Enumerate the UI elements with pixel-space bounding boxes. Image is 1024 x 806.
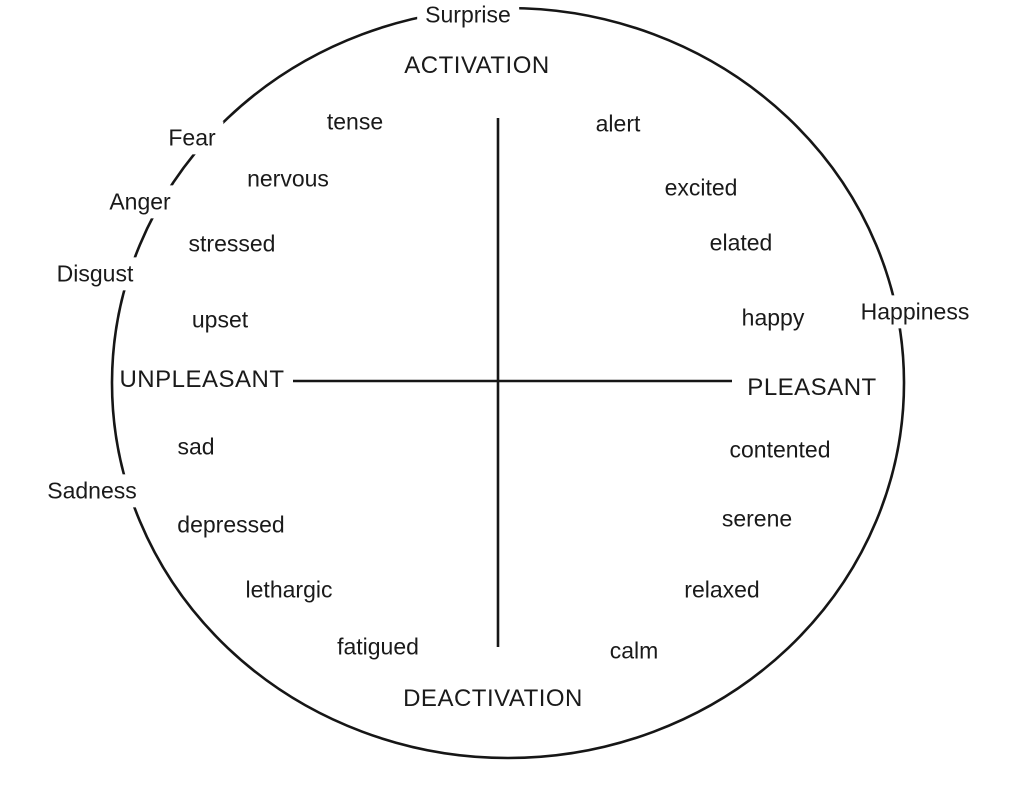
- state-label-tense: tense: [326, 108, 384, 135]
- axis-label-unpleasant: UNPLEASANT: [119, 365, 285, 393]
- state-label-lethargic: lethargic: [245, 576, 333, 603]
- state-label-happy: happy: [741, 304, 805, 331]
- emotion-label-sadness: Sadness: [39, 474, 145, 508]
- state-label-upset: upset: [191, 306, 249, 333]
- axis-label-pleasant: PLEASANT: [747, 373, 877, 401]
- state-label-calm: calm: [609, 637, 659, 664]
- state-label-nervous: nervous: [247, 165, 329, 192]
- state-label-stressed: stressed: [188, 230, 276, 257]
- emotion-label-fear: Fear: [160, 121, 224, 155]
- state-label-elated: elated: [709, 229, 773, 256]
- state-label-relaxed: relaxed: [684, 576, 760, 603]
- state-label-depressed: depressed: [177, 511, 285, 538]
- emotion-label-happiness: Happiness: [852, 295, 978, 329]
- emotion-label-surprise: Surprise: [417, 0, 519, 32]
- state-label-excited: excited: [664, 174, 738, 201]
- emotion-label-disgust: Disgust: [48, 257, 142, 291]
- emotion-label-anger: Anger: [101, 185, 179, 219]
- state-label-sad: sad: [177, 433, 215, 460]
- axis-label-activation: ACTIVATION: [404, 51, 550, 79]
- axis-label-deactivation: DEACTIVATION: [403, 684, 583, 712]
- state-label-contented: contented: [729, 436, 831, 463]
- state-label-alert: alert: [595, 110, 641, 137]
- state-label-serene: serene: [721, 505, 793, 532]
- state-label-fatigued: fatigued: [337, 633, 419, 660]
